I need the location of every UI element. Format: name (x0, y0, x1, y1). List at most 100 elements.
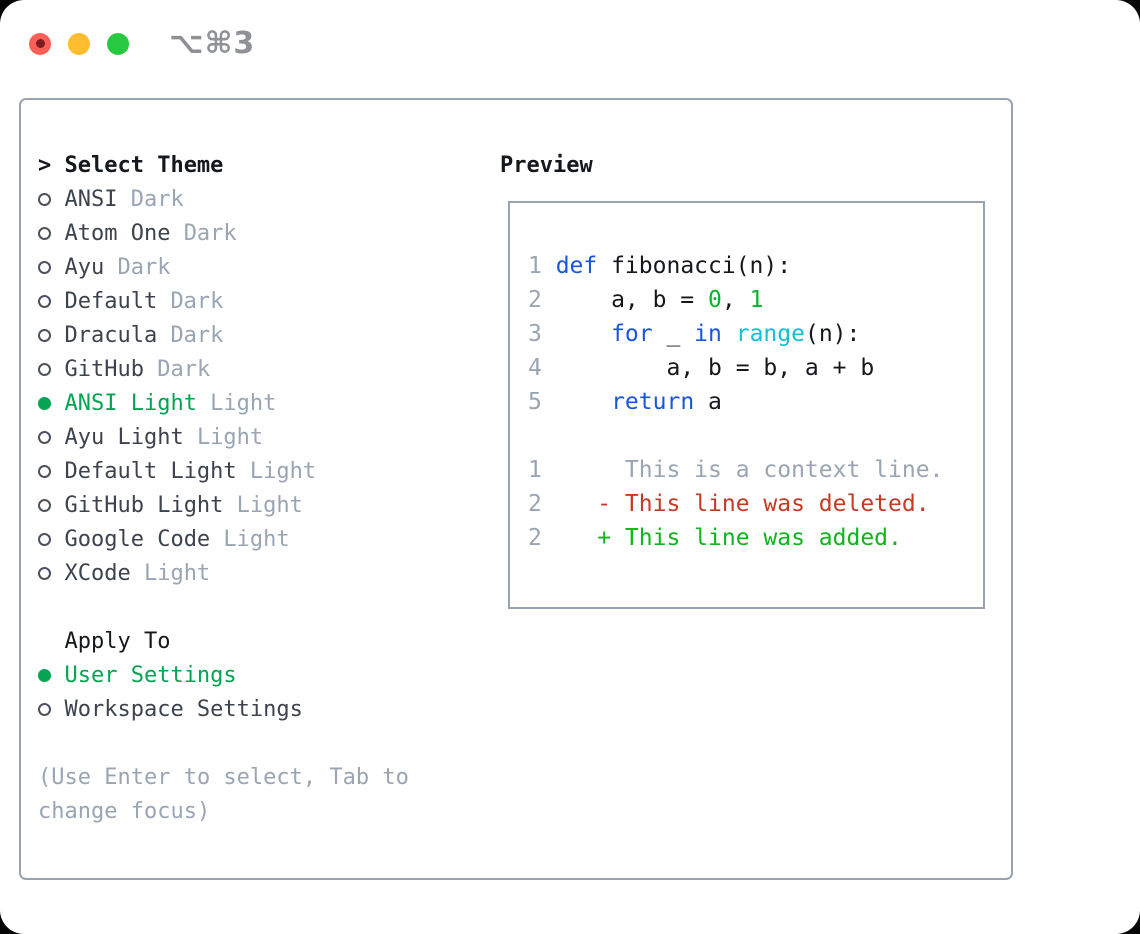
code-segment: a, b = b, a + b (555, 355, 875, 381)
line-number: 5 (528, 389, 542, 415)
code-segment: a (694, 389, 722, 415)
code-segment: _ (652, 321, 695, 347)
theme-name: Ayu Light (64, 424, 184, 450)
theme-name: Atom One (64, 220, 171, 246)
theme-option-ansi[interactable]: ANSI Dark (38, 182, 409, 216)
spacer (38, 590, 409, 624)
code-segment (556, 525, 598, 551)
theme-variant-tag: Dark (130, 186, 184, 212)
code-segment: for (611, 321, 653, 347)
code-segment: fibonacci(n): (597, 253, 792, 279)
code-segment: (n): (804, 321, 861, 347)
radio-icon (38, 702, 51, 716)
code-segment: This is a context line. (555, 457, 944, 483)
theme-option-ayu-light[interactable]: Ayu Light Light (38, 420, 409, 454)
radio-icon (38, 260, 51, 274)
theme-option-github[interactable]: GitHub Dark (38, 352, 409, 386)
focus-caret-icon: > (38, 152, 52, 178)
radio-marker (38, 226, 64, 240)
help-text-line: (Use Enter to select, Tab to (38, 764, 409, 790)
theme-variant-tag: Light (196, 424, 264, 450)
theme-variant-tag: Dark (170, 288, 224, 314)
select-theme-header: > Select Theme (38, 148, 409, 182)
apply-target-name: Workspace Settings (64, 696, 303, 722)
theme-name: XCode (64, 560, 131, 586)
focus-caret: > (38, 153, 64, 178)
section-title: Select Theme (64, 152, 224, 178)
minimize-button[interactable] (68, 32, 90, 55)
radio-marker (38, 430, 64, 444)
spacer (38, 726, 409, 760)
radio-marker (38, 260, 64, 274)
apply-option-user-settings[interactable]: User Settings (38, 658, 409, 692)
code-line: 2 a, b = 0, 1 (528, 283, 983, 317)
code-segment: return (611, 389, 695, 415)
radio-icon (38, 192, 51, 206)
theme-variant-tag: Dark (170, 322, 224, 348)
code-segment: - This line was deleted. (597, 491, 930, 517)
apply-option-workspace-settings[interactable]: Workspace Settings (38, 692, 409, 726)
theme-name: GitHub Light (64, 492, 224, 518)
radio-icon (38, 328, 51, 342)
section-title: Apply To (64, 628, 171, 654)
radio-icon (38, 498, 51, 512)
radio-icon (38, 464, 51, 478)
theme-variant-tag: Light (223, 526, 290, 552)
code-segment (556, 389, 611, 415)
code-segment (722, 321, 736, 347)
theme-option-atom-one[interactable]: Atom One Dark (38, 216, 409, 250)
line-number: 1 (528, 457, 542, 483)
radio-marker (38, 192, 64, 206)
theme-variant-tag: Dark (117, 254, 171, 280)
keyboard-shortcut-label: ⌥⌘3 (169, 26, 256, 61)
radio-icon (38, 362, 51, 376)
theme-name: ANSI (64, 186, 118, 212)
code-line: 5 return a (528, 385, 983, 419)
apply-to-header: Apply To (38, 624, 409, 658)
code-segment (556, 491, 598, 517)
close-button[interactable] (29, 32, 51, 55)
radio-marker (38, 464, 64, 478)
code-line: 3 for _ in range(n): (528, 317, 983, 351)
code-line: 2 - This line was deleted. (528, 487, 983, 521)
radio-marker (38, 702, 64, 716)
theme-variant-tag: Light (236, 492, 303, 518)
radio-icon (38, 294, 51, 308)
titlebar: ⌥⌘3 (29, 26, 255, 61)
theme-option-github-light[interactable]: GitHub Light Light (38, 488, 409, 522)
theme-name: Default Light (64, 458, 237, 484)
theme-name: GitHub (64, 356, 144, 382)
section-title: Preview (500, 152, 593, 178)
line-number: 1 (528, 253, 542, 279)
theme-variant-tag: Dark (157, 356, 211, 382)
code-segment (556, 321, 611, 347)
radio-icon (38, 566, 51, 580)
code-segment: 0 (708, 287, 722, 313)
radio-icon (38, 430, 51, 444)
code-segment: , (721, 287, 750, 313)
radio-selected-icon (38, 668, 51, 682)
theme-option-ayu[interactable]: Ayu Dark (38, 250, 409, 284)
preview-title: Preview (500, 148, 593, 182)
radio-selected-icon (38, 396, 51, 410)
help-text: change focus) (38, 794, 409, 828)
line-number: 2 (528, 287, 542, 313)
theme-name: ANSI Light (64, 390, 197, 416)
theme-variant-tag: Dark (183, 220, 237, 246)
theme-name: Ayu (64, 254, 105, 280)
zoom-button[interactable] (107, 32, 129, 55)
line-number: 2 (528, 525, 542, 551)
radio-icon (38, 226, 51, 240)
